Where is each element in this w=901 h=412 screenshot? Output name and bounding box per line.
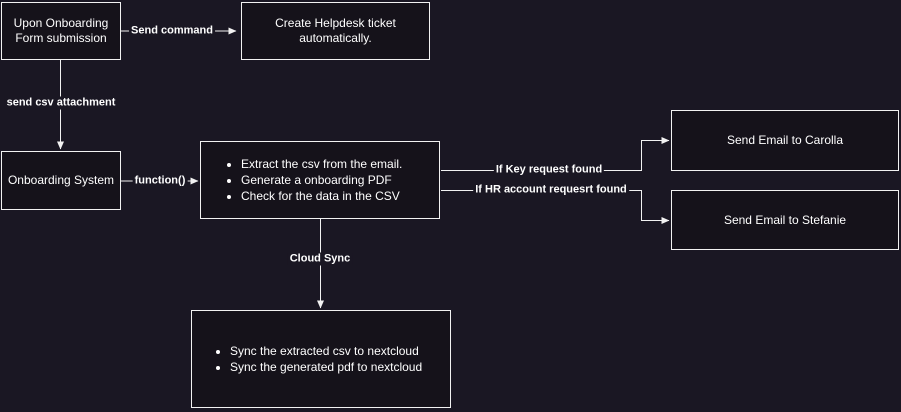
- process-step: Extract the csv from the email.: [241, 156, 402, 172]
- process-step: Generate a onboarding PDF: [241, 172, 402, 188]
- node-cloud-sync-tasks[interactable]: Sync the extracted csv to nextcloud Sync…: [191, 310, 451, 408]
- node-send-email-stefanie[interactable]: Send Email to Stefanie: [671, 190, 899, 250]
- cloud-sync-task: Sync the generated pdf to nextcloud: [230, 359, 422, 375]
- node-send-email-carolla[interactable]: Send Email to Carolla: [671, 110, 899, 171]
- process-step: Check for the data in the CSV: [241, 188, 402, 204]
- process-steps-list: Extract the csv from the email. Generate…: [201, 156, 408, 204]
- edge-label-if-key-request-found[interactable]: If Key request found: [493, 163, 605, 177]
- node-onboarding-system-label: Onboarding System: [7, 173, 115, 187]
- edge-label-send-csv-attachment[interactable]: send csv attachment: [4, 96, 118, 110]
- node-upon-onboarding-form[interactable]: Upon Onboarding Form submission: [1, 2, 121, 60]
- node-process-steps[interactable]: Extract the csv from the email. Generate…: [200, 141, 440, 219]
- node-onboarding-system[interactable]: Onboarding System: [1, 151, 121, 210]
- cloud-sync-tasks-list: Sync the extracted csv to nextcloud Sync…: [192, 343, 428, 375]
- edge-label-send-command[interactable]: Send command: [129, 24, 215, 38]
- cloud-sync-task: Sync the extracted csv to nextcloud: [230, 343, 422, 359]
- edge-label-cloud-sync[interactable]: Cloud Sync: [287, 252, 353, 266]
- node-create-helpdesk-ticket-label: Create Helpdesk ticket automatically.: [275, 16, 396, 45]
- node-send-email-carolla-label: Send Email to Carolla: [726, 133, 844, 147]
- edge-label-if-hr-account-request-found[interactable]: If HR account requesrt found: [473, 183, 629, 197]
- node-create-helpdesk-ticket[interactable]: Create Helpdesk ticket automatically.: [241, 2, 430, 60]
- node-upon-onboarding-form-label: Upon Onboarding Form submission: [13, 16, 109, 45]
- node-send-email-stefanie-label: Send Email to Stefanie: [723, 212, 847, 227]
- edge-label-function-call[interactable]: function(): [132, 174, 188, 188]
